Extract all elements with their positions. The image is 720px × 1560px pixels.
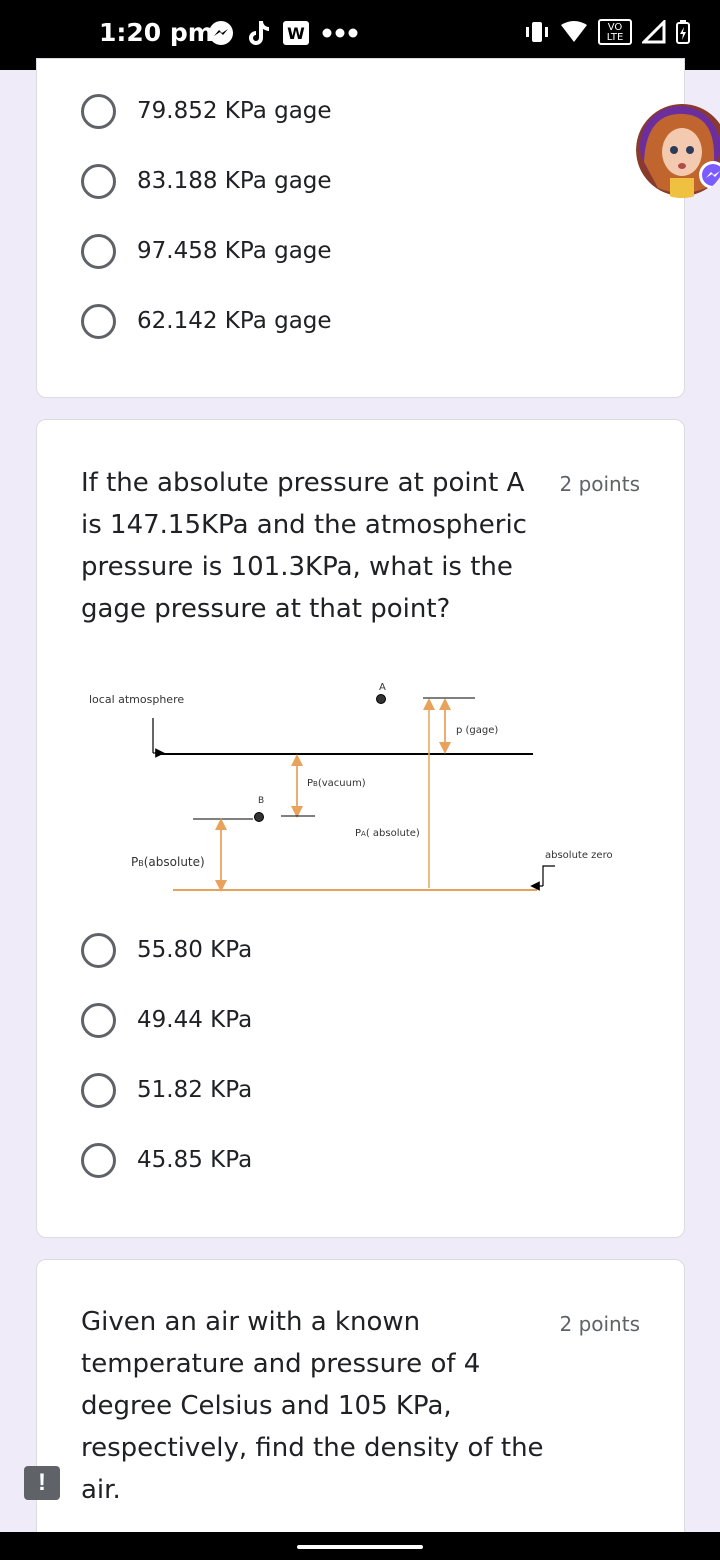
local-atmosphere-label: local atmosphere (89, 693, 184, 706)
absolute-zero-pointer (542, 865, 555, 886)
battery-icon (676, 20, 690, 44)
pb-vacuum-label: PB(vacuum) (307, 778, 366, 789)
pb-absolute-label: PB(absolute) (131, 855, 205, 869)
option-label: 45.85 KPa (137, 1147, 253, 1173)
option-label: 55.80 KPa (137, 937, 253, 963)
word-icon: W (283, 21, 309, 45)
signal-icon (642, 20, 666, 44)
vibrate-icon (526, 22, 548, 42)
radio-button[interactable] (81, 1142, 116, 1178)
q2-option-2[interactable]: 49.44 KPa (81, 1000, 252, 1040)
avatar-image (636, 104, 720, 198)
q2-option-4[interactable]: 45.85 KPa (81, 1140, 252, 1180)
pa-absolute-label: PA( absolute) (355, 828, 420, 839)
svg-text:W: W (287, 24, 305, 43)
question-card-1: 79.852 KPa gage 83.188 KPa gage 97.458 K… (36, 58, 685, 398)
points-label: 2 points (559, 1312, 640, 1336)
tiktok-icon (249, 21, 269, 45)
option-label: 51.82 KPa (137, 1077, 253, 1103)
option-label: 97.458 KPa gage (137, 238, 332, 264)
chat-head-avatar[interactable] (636, 102, 720, 198)
point-b-marker (254, 812, 264, 822)
point-a-label: A (379, 682, 386, 693)
warning-icon[interactable]: ! (24, 1466, 60, 1500)
messenger-icon (209, 21, 233, 45)
option-label: 62.142 KPa gage (137, 308, 332, 334)
lte-badge: VO LTE (598, 19, 632, 45)
option-label: 83.188 KPa gage (137, 168, 332, 194)
option-label: 49.44 KPa (137, 1007, 253, 1033)
points-label: 2 points (559, 472, 640, 496)
messenger-badge-icon (699, 161, 720, 189)
question-card-2: If the absolute pressure at point A is 1… (36, 419, 685, 1238)
q1-option-2[interactable]: 83.188 KPa gage (81, 161, 332, 201)
status-time: 1:20 pm (99, 18, 214, 47)
radio-button[interactable] (81, 303, 116, 339)
home-gesture-handle[interactable] (297, 1545, 423, 1549)
point-a-marker (376, 694, 386, 704)
point-b-label: B (258, 796, 264, 806)
question-text: Given an air with a known temperature an… (81, 1307, 544, 1505)
q1-option-1[interactable]: 79.852 KPa gage (81, 91, 332, 131)
p-gage-label: p (gage) (456, 725, 498, 736)
q1-option-3[interactable]: 97.458 KPa gage (81, 231, 332, 271)
radio-button[interactable] (81, 1002, 116, 1038)
absolute-zero-label: absolute zero (545, 850, 613, 861)
q1-option-4[interactable]: 62.142 KPa gage (81, 301, 332, 341)
radio-button[interactable] (81, 932, 116, 968)
q2-option-1[interactable]: 55.80 KPa (81, 930, 252, 970)
more-dots-icon (322, 28, 358, 38)
radio-button[interactable] (81, 163, 116, 199)
question-text: If the absolute pressure at point A is 1… (81, 468, 527, 624)
q2-option-3[interactable]: 51.82 KPa (81, 1070, 252, 1110)
radio-button[interactable] (81, 233, 116, 269)
wifi-icon (561, 21, 587, 42)
navigation-bar (0, 1532, 720, 1560)
radio-button[interactable] (81, 93, 116, 129)
pressure-diagram: local atmosphere A p (gage) PB(vacuum) B… (89, 682, 613, 892)
option-label: 79.852 KPa gage (137, 98, 332, 124)
radio-button[interactable] (81, 1072, 116, 1108)
question-card-3: Given an air with a known temperature an… (36, 1259, 685, 1549)
